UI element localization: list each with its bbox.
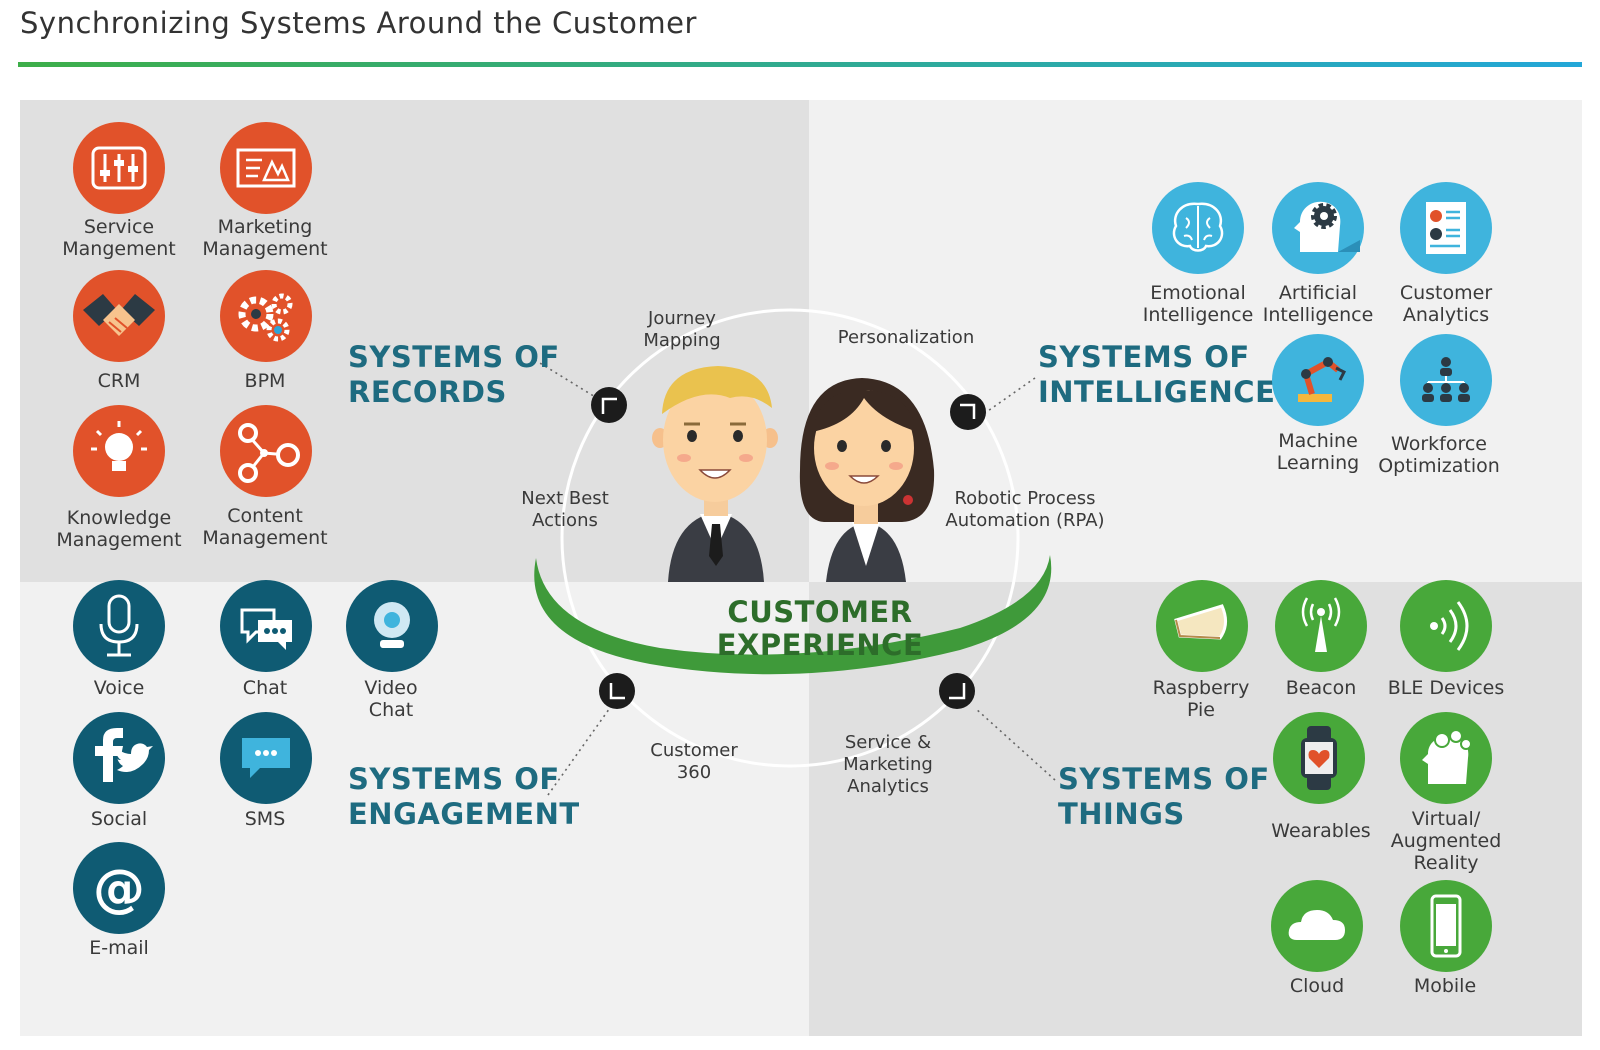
node-marker-engagement [599, 673, 635, 709]
label-wearables: Wearables [1271, 820, 1371, 842]
label-artificial-intelligence: Artificial Intelligence [1262, 282, 1374, 326]
center-circle [560, 308, 1020, 768]
beacon-tower-icon [1275, 580, 1367, 672]
label-journey-mapping: Journey Mapping [643, 308, 721, 351]
microphone-icon [73, 580, 165, 672]
man-illustration [652, 366, 778, 582]
share-nodes-icon [220, 405, 312, 497]
heading-systems-of-intelligence: SYSTEMS OF INTELLIGENCE [1038, 340, 1276, 409]
smartphone-icon [1400, 880, 1492, 972]
robot-arm-icon [1272, 334, 1364, 426]
handshake-icon [73, 270, 165, 362]
lightbulb-icon [73, 405, 165, 497]
label-next-best-actions: Next Best Actions [521, 488, 609, 531]
label-customer-360: Customer 360 [650, 740, 738, 783]
label-machine-learning: Machine Learning [1276, 430, 1360, 474]
webcam-icon [346, 580, 438, 672]
sms-bubble-icon [220, 712, 312, 804]
ai-head-gear-icon [1272, 182, 1364, 274]
connector-intelligence [984, 377, 1036, 414]
label-emotional-intelligence: Emotional Intelligence [1142, 282, 1254, 326]
svg-text:@: @ [93, 859, 145, 919]
label-ble-devices: BLE Devices [1387, 677, 1505, 699]
page-title: Synchronizing Systems Around the Custome… [20, 6, 697, 40]
label-virtual-augmented-reality: Virtual/ Augmented Reality [1390, 808, 1502, 874]
label-sms: SMS [244, 808, 286, 830]
label-rpa: Robotic Process Automation (RPA) [945, 488, 1105, 531]
at-sign-icon: @ [73, 842, 165, 934]
label-video-chat: Video Chat [364, 677, 418, 721]
brain-icon [1152, 182, 1244, 274]
signal-waves-icon [1400, 580, 1492, 672]
label-personalization: Personalization [837, 327, 975, 348]
connector-things [974, 707, 1056, 781]
report-chart-icon [1400, 182, 1492, 274]
label-crm: CRM [97, 370, 141, 392]
heading-systems-of-records: SYSTEMS OF RECORDS [348, 340, 560, 409]
label-cloud: Cloud [1289, 975, 1345, 997]
label-email: E-mail [89, 937, 149, 959]
label-marketing-management: Marketing Management [202, 216, 328, 260]
label-social: Social [90, 808, 148, 830]
title-divider [18, 62, 1582, 67]
heading-systems-of-things: SYSTEMS OF THINGS [1058, 762, 1270, 831]
node-marker-things [939, 673, 975, 709]
chat-bubbles-icon [220, 580, 312, 672]
heading-systems-of-engagement: SYSTEMS OF ENGAGEMENT [348, 762, 580, 831]
facebook-twitter-icon [73, 712, 165, 804]
label-knowledge-management: Knowledge Management [56, 507, 182, 551]
label-chat: Chat [242, 677, 288, 699]
smartwatch-heart-icon [1273, 712, 1365, 804]
node-marker-intelligence [950, 394, 986, 430]
label-service-management: Service Mangement [62, 216, 176, 260]
connector-engagement [547, 704, 613, 796]
label-customer-analytics: Customer Analytics [1399, 282, 1493, 326]
label-workforce-optimization: Workforce Optimization [1378, 433, 1500, 477]
node-marker-records [591, 387, 627, 423]
connector-records [534, 359, 606, 404]
label-service-marketing-analytics: Service & Marketing Analytics [843, 732, 933, 797]
cloud-icon [1271, 880, 1363, 972]
gears-icon [220, 270, 312, 362]
sliders-icon [73, 122, 165, 214]
vr-head-icon [1400, 712, 1492, 804]
label-mobile: Mobile [1413, 975, 1477, 997]
pie-slice-icon [1156, 580, 1248, 672]
org-chart-icon [1400, 334, 1492, 426]
label-content-management: Content Management [202, 505, 328, 549]
woman-illustration [799, 378, 935, 582]
label-customer-experience: CUSTOMER EXPERIENCE [716, 595, 924, 662]
presentation-chart-icon [220, 122, 312, 214]
label-bpm: BPM [244, 370, 286, 392]
label-voice: Voice [93, 677, 145, 699]
label-raspberry-pie: Raspberry Pie [1152, 677, 1250, 721]
label-beacon: Beacon [1285, 677, 1357, 699]
customer-experience-ring [534, 555, 1052, 675]
